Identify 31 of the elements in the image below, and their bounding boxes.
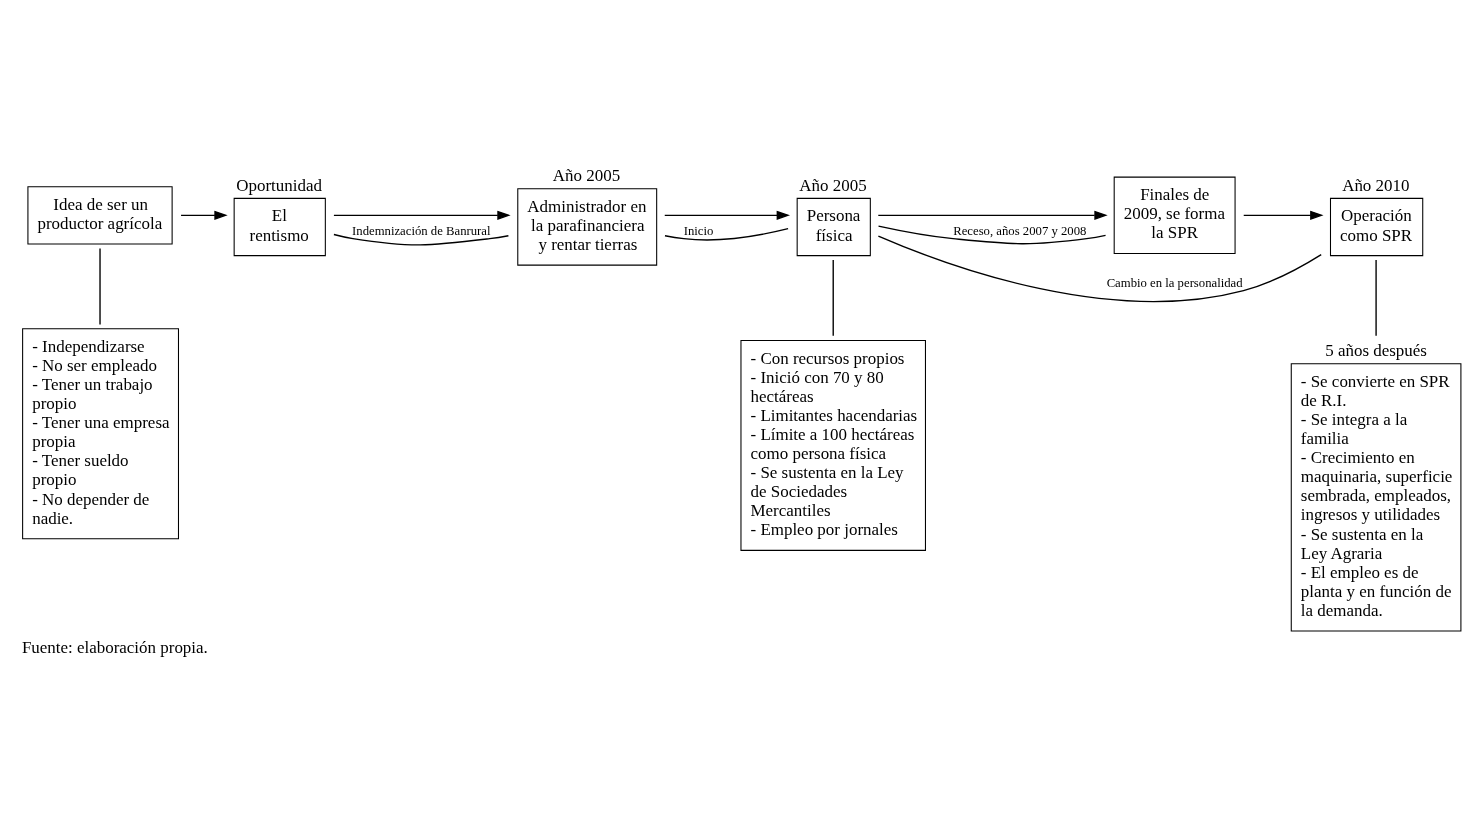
node-label: Año 2010	[1342, 175, 1410, 195]
node-label: Año 2005	[799, 175, 867, 195]
edge-label: Inicio	[683, 223, 714, 238]
node-box: - Con recursos propios - Inició con 70 y 80 hectáreas - Limitantes hacendarias - Límite a 100 hectáreas como persona física - Se sustenta en la Ley de Sociedades Mercantiles - Empleo por jornales	[740, 339, 926, 551]
arrow	[664, 210, 790, 220]
arrow	[180, 210, 228, 220]
edge-label: Indemnización de Banrural	[352, 223, 491, 238]
connector	[333, 233, 510, 246]
connector	[877, 224, 1107, 244]
node-box: Persona física	[796, 197, 871, 256]
node-label: 5 años después	[1325, 340, 1427, 360]
node-box: Operación como SPR	[1329, 197, 1424, 256]
node-label: Año 2005	[552, 165, 621, 185]
arrow	[1243, 210, 1324, 220]
node-box: Idea de ser un productor agrícola	[27, 185, 173, 244]
node-box: - Independizarse - No ser empleado - Tener un trabajo propio - Tener una empresa propia - Tener sueldo propio - No depender de nadie.	[22, 327, 179, 539]
node-box: Finales de 2009, se forma la SPR	[1113, 176, 1236, 254]
connector	[99, 247, 101, 325]
edge-label: Receso, años 2007 y 2008	[953, 223, 1087, 238]
node-box: - Se convierte en SPR de R.I. - Se integra a la familia - Crecimiento en maquinaria, superficie sembrada, empleados, ingresos y utilidades - Se sustenta en la Ley Agraria - El empleo es de planta y en función de la demanda.	[1290, 362, 1462, 631]
caption: Fuente: elaboración propia.	[21, 637, 208, 657]
connector	[832, 258, 834, 336]
node-box: Administrador en la parafinanciera y rentar tierras	[517, 187, 658, 266]
node-label: Oportunidad	[236, 175, 322, 195]
edge-label: Cambio en la personalidad	[1106, 275, 1243, 290]
connector	[664, 227, 789, 241]
connector	[877, 234, 1322, 302]
node-box: El rentismo	[233, 197, 326, 256]
arrow	[877, 210, 1108, 220]
arrow	[333, 210, 511, 220]
connector	[1375, 258, 1377, 336]
